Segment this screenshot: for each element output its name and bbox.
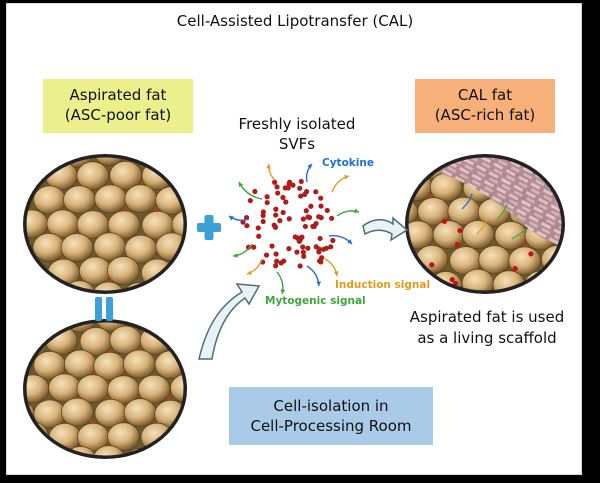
svf-cluster (228, 163, 360, 295)
cytokine-label: Cytokine (322, 157, 374, 169)
curved-arrow-icon (198, 283, 261, 360)
svfs-line2: SVFs (278, 135, 316, 153)
induction-signal-label: Induction signal (335, 279, 431, 291)
mytogenic-signal-label: Mytogenic signal (265, 295, 366, 307)
cell-isolation-box: Cell-isolation in Cell-Processing Room (229, 387, 433, 445)
cal-fat-line1: CAL fat (457, 86, 513, 104)
svfs-line1: Freshly isolated (238, 115, 356, 133)
diagram-canvas: Cell-Assisted Lipotransfer (CAL) Aspirat… (6, 3, 582, 475)
cal-fat-image (405, 154, 565, 294)
diagram-title: Cell-Assisted Lipotransfer (CAL) (176, 12, 414, 30)
aspirated-fat-line1: Aspirated fat (69, 86, 167, 104)
aspirated-fat-image (23, 154, 187, 294)
plus-icon (197, 215, 221, 240)
scaffold-note-line1: Aspirated fat is used (409, 308, 565, 326)
aspirated-fat-line2: (ASC-poor fat) (64, 106, 172, 124)
scaffold-note: Aspirated fat is used as a living scaffo… (397, 307, 577, 349)
cal-fat-line2: (ASC-rich fat) (434, 106, 536, 124)
svfs-label: Freshly isolated SVFs (227, 114, 367, 154)
equals-icon (95, 297, 113, 321)
aspirated-fat-image-2 (23, 319, 187, 459)
diagram-graphics (23, 154, 565, 459)
cell-isolation-line1: Cell-isolation in (273, 397, 389, 415)
cal-fat-label: CAL fat (ASC-rich fat) (415, 79, 555, 133)
aspirated-fat-label: Aspirated fat (ASC-poor fat) (43, 79, 193, 133)
scaffold-note-line2: as a living scaffold (417, 329, 557, 347)
cell-isolation-line2: Cell-Processing Room (250, 417, 412, 435)
right-arrow-icon (362, 216, 409, 242)
